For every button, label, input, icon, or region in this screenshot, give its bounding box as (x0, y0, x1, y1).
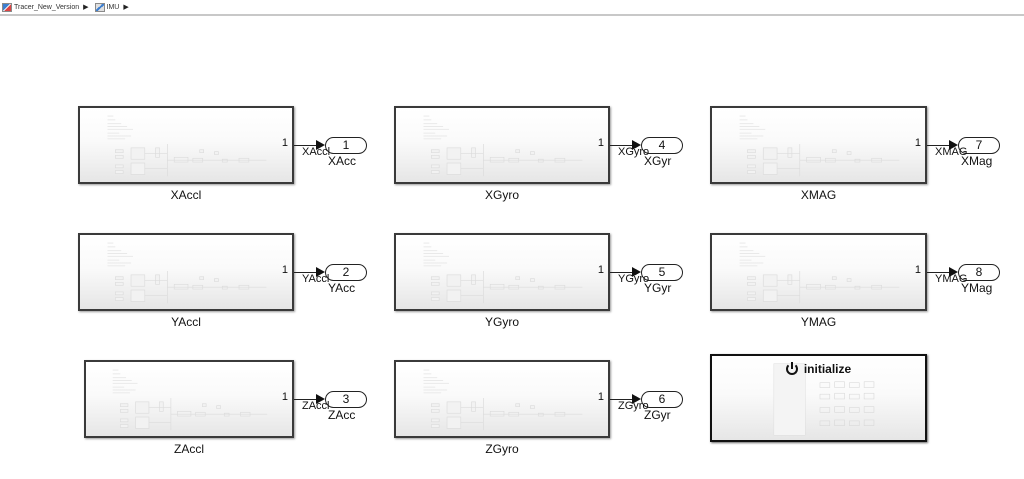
signal-line[interactable] (294, 144, 318, 146)
signal-line[interactable] (927, 271, 951, 273)
outport-ygyr[interactable]: 5 (641, 263, 683, 281)
chevron-right-icon: ▶ (123, 4, 129, 11)
zgyro-subsystem-block[interactable]: 1 (394, 360, 610, 438)
outport-label: ZGyr (644, 407, 671, 422)
outport-label: XAcc (328, 153, 357, 168)
xmag-subsystem-block[interactable]: 1 (710, 106, 927, 184)
outport-label: YAcc (328, 280, 356, 295)
signal-line[interactable] (294, 398, 318, 400)
outport-yacc[interactable]: 2 (325, 263, 367, 281)
outport-number: 1 (914, 137, 921, 149)
xgyro-subsystem-block[interactable]: 1 (394, 106, 610, 184)
outport-label: YGyr (644, 280, 672, 295)
chevron-right-icon: ▶ (83, 4, 89, 11)
outport-xacc[interactable]: 1 (325, 136, 367, 154)
outport-number: 1 (597, 264, 604, 276)
outport-number: 1 (281, 391, 288, 403)
power-icon (785, 362, 798, 375)
outport-number: 1 (597, 391, 604, 403)
breadcrumb-item-model[interactable]: Tracer_New_Version (2, 2, 80, 12)
outport-label: YMag (961, 280, 993, 295)
yaccl-block-label: YAccl (171, 315, 201, 329)
signal-label[interactable]: XMAG (935, 145, 968, 158)
breadcrumb-item-subsystem[interactable]: IMU (94, 2, 120, 12)
breadcrumb: Tracer_New_Version ▶ IMU ▶ (0, 0, 1024, 16)
signal-line[interactable] (610, 271, 634, 273)
outport-zacc[interactable]: 3 (325, 390, 367, 408)
breadcrumb-label: IMU (106, 3, 120, 11)
subsystem-icon (94, 2, 105, 12)
outport-zgyr[interactable]: 6 (641, 390, 683, 408)
arrow-icon (632, 266, 641, 277)
outport-label: ZAcc (328, 407, 356, 422)
arrow-icon (632, 393, 641, 404)
ymag-block-label: YMAG (800, 315, 837, 329)
arrow-icon (316, 266, 325, 277)
outport-ymag[interactable]: 8 (958, 263, 1000, 281)
subsystem-preview (773, 363, 875, 436)
subsystem-preview (423, 369, 583, 431)
initialize-title: initialize (712, 362, 925, 376)
outport-label: XGyr (644, 153, 672, 168)
signal-line[interactable] (927, 144, 951, 146)
xmag-block-label: XMAG (800, 188, 837, 202)
signal-line[interactable] (610, 144, 634, 146)
signal-label[interactable]: YAccl (302, 272, 330, 285)
ygyro-block-label: YGyro (484, 315, 519, 329)
subsystem-preview (739, 115, 900, 177)
signal-label[interactable]: ZAccl (302, 399, 330, 412)
arrow-icon (316, 393, 325, 404)
signal-label[interactable]: XGyro (618, 145, 650, 158)
subsystem-preview (107, 242, 267, 304)
outport-number: 1 (597, 137, 604, 149)
outport-number: 1 (281, 137, 288, 149)
subsystem-preview (423, 242, 583, 304)
outport-label: XMag (961, 153, 993, 168)
signal-label[interactable]: ZGyro (618, 399, 649, 412)
signal-label[interactable]: XAccl (302, 145, 331, 158)
initialize-subsystem-block[interactable]: initialize (710, 354, 927, 442)
subsystem-preview (112, 369, 268, 431)
ymag-subsystem-block[interactable]: 1 (710, 233, 927, 311)
breadcrumb-label: Tracer_New_Version (14, 3, 80, 11)
outport-number: 1 (281, 264, 288, 276)
initialize-label: initialize (803, 362, 852, 376)
arrow-icon (316, 139, 325, 150)
zgyro-block-label: ZGyro (485, 442, 519, 456)
arrow-icon (632, 139, 641, 150)
outport-number: 1 (914, 264, 921, 276)
zaccl-block-label: ZAccl (174, 442, 204, 456)
yaccl-subsystem-block[interactable]: 1 (78, 233, 294, 311)
zaccl-subsystem-block[interactable]: 1 (84, 360, 294, 438)
signal-line[interactable] (294, 271, 318, 273)
xgyro-block-label: XGyro (484, 188, 519, 202)
signal-label[interactable]: YMAG (935, 272, 968, 285)
xaccl-block-label: XAccl (170, 188, 202, 202)
xaccl-subsystem-block[interactable]: 1 (78, 106, 294, 184)
subsystem-preview (107, 115, 267, 177)
subsystem-preview (423, 115, 583, 177)
signal-line[interactable] (610, 398, 634, 400)
arrow-icon (949, 266, 958, 277)
outport-xgyr[interactable]: 4 (641, 136, 683, 154)
model-icon (2, 2, 12, 12)
outport-xmag[interactable]: 7 (958, 136, 1000, 154)
subsystem-preview (739, 242, 900, 304)
signal-label[interactable]: YGyro (618, 272, 650, 285)
ygyro-subsystem-block[interactable]: 1 (394, 233, 610, 311)
arrow-icon (949, 139, 958, 150)
